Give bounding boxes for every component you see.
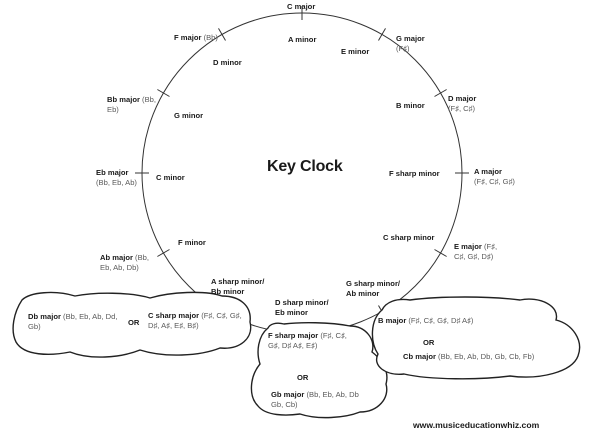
clock-tick bbox=[378, 28, 386, 41]
minor-g: G minor bbox=[174, 111, 204, 120]
minor-asharp: A sharp minor/ Bb minor bbox=[211, 277, 265, 296]
cloud-fsharp-gb bbox=[250, 321, 388, 419]
major-fsharp: F sharp major (F♯, C♯, G♯, D♯ A♯, E♯) bbox=[268, 331, 347, 350]
minor-d: D minor bbox=[213, 58, 242, 67]
cloud-b-cb bbox=[371, 296, 581, 380]
major-b: B major (F♯, C♯, G♯, D♯ A♯) bbox=[378, 316, 474, 325]
major-gb: Gb major (Bb, Eb, Ab, Db Gb, Cb) bbox=[271, 390, 359, 409]
major-c: C major bbox=[287, 2, 316, 11]
major-bb: Bb major (Bb, Eb) bbox=[107, 95, 156, 114]
or-label-right: OR bbox=[423, 338, 435, 347]
minor-fsharp: F sharp minor bbox=[389, 169, 440, 178]
clock-tick bbox=[434, 249, 447, 257]
major-f: F major (Bb) bbox=[174, 33, 218, 42]
clock-tick bbox=[218, 28, 226, 41]
major-a: A major(F♯, C♯, G♯) bbox=[474, 167, 515, 186]
or-label-middle: OR bbox=[297, 373, 309, 382]
minor-csharp: C sharp minor bbox=[383, 233, 435, 242]
minor-a: A minor bbox=[288, 35, 317, 44]
major-cb: Cb major (Bb, Eb, Ab, Db, Gb, Cb, Fb) bbox=[403, 352, 535, 361]
minor-f: F minor bbox=[178, 238, 206, 247]
clock-tick bbox=[434, 89, 447, 97]
clock-ticks bbox=[135, 6, 469, 340]
minor-gsharp: G sharp minor/ Ab minor bbox=[346, 279, 401, 298]
major-e: E major (F♯, C♯, G♯, D♯) bbox=[454, 242, 498, 261]
minor-dsharp: D sharp minor/ Eb minor bbox=[275, 298, 329, 317]
minor-c: C minor bbox=[156, 173, 185, 182]
major-eb: Eb major(Bb, Eb, Ab) bbox=[96, 168, 137, 187]
clock-tick bbox=[157, 89, 170, 97]
major-db: Db major (Bb, Eb, Ab, Dd, Gb) bbox=[28, 312, 118, 331]
minor-b: B minor bbox=[396, 101, 425, 110]
website-url: www.musiceducationwhiz.com bbox=[413, 420, 540, 430]
major-g: G major(F♯) bbox=[396, 34, 425, 53]
diagram-title: Key Clock bbox=[267, 158, 343, 175]
or-label-left: OR bbox=[128, 318, 140, 327]
clock-tick bbox=[157, 249, 170, 257]
minor-e: E minor bbox=[341, 47, 370, 56]
cloud-db-csharp bbox=[12, 291, 252, 358]
major-csharp: C sharp major (F♯, C♯, G♯, D♯, A♯, E♯, B… bbox=[148, 311, 242, 330]
major-d: D major(F♯, C♯) bbox=[448, 94, 477, 113]
major-ab: Ab major (Bb, Eb, Ab, Db) bbox=[100, 253, 149, 272]
